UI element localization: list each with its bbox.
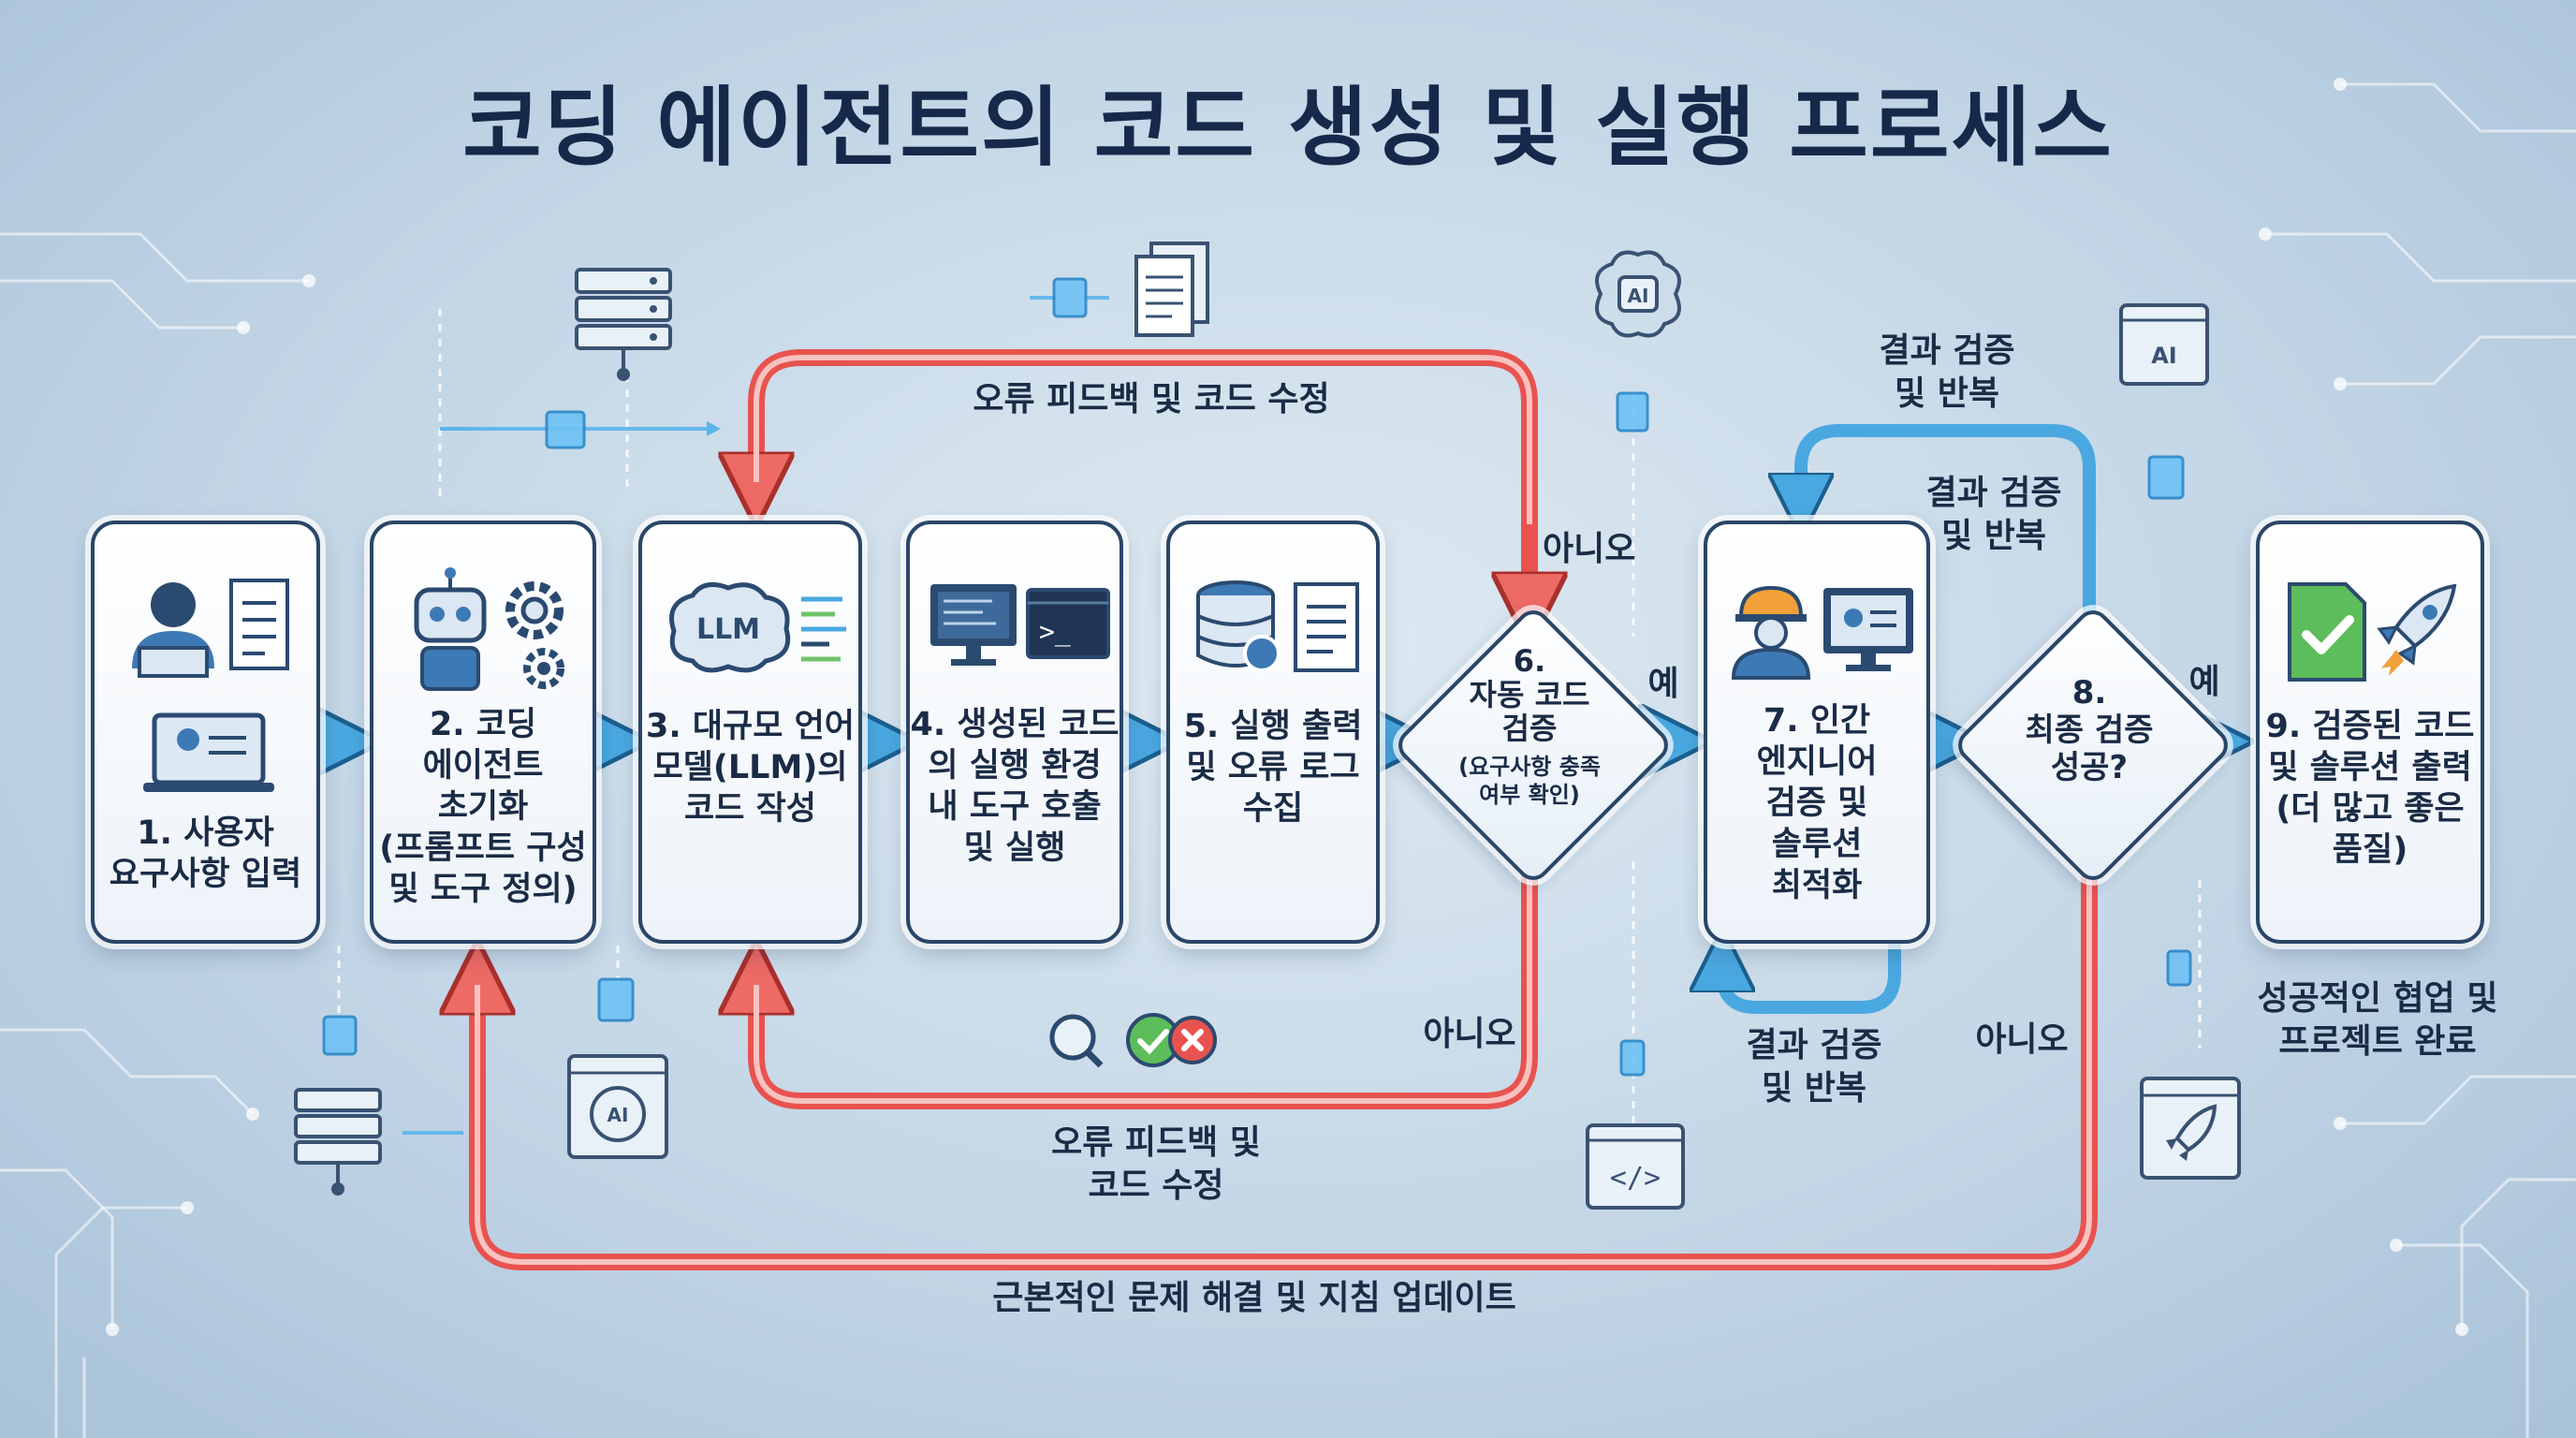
no-label-bottom: 아니오 — [1423, 1015, 1516, 1053]
ai-chip-window-icon: AI — [567, 1054, 668, 1159]
step-5-label: 5. 실행 출력 및 오류 로그 수집 — [1183, 708, 1363, 828]
database-log-icon — [1196, 580, 1359, 672]
step-card-3: LLM 3. 대규모 언어 모델(LLM)의 코드 작성 — [638, 521, 862, 944]
yes-label-auto: 예 — [1647, 665, 1679, 703]
robot-gear-icon — [414, 567, 564, 691]
yes-label-final: 예 — [2188, 663, 2220, 701]
review-right-label: 결과 검증 및 반복 — [1925, 474, 2062, 555]
decision-8-title: 8. 최종 검증 성공? — [2025, 674, 2154, 786]
no-label-top: 아니오 — [1543, 530, 1636, 568]
step-card-4: >_ 4. 생성된 코드 의 실행 환경 내 도구 호출 및 실행 — [906, 521, 1123, 944]
verified-rocket-icon — [2288, 582, 2457, 682]
step-7-label: 7. 인간 엔지니어 검증 및 솔루션 최적화 — [1756, 702, 1878, 904]
ai-icon-text: AI — [1628, 285, 1649, 307]
step-card-5: 5. 실행 출력 및 오류 로그 수집 — [1166, 521, 1380, 944]
step-card-7: 7. 인간 엔지니어 검증 및 솔루션 최적화 — [1704, 521, 1930, 944]
step-2-label: 2. 코딩 에이전트 초기화 (프롬프트 구성 및 도구 정의) — [379, 706, 587, 908]
code-icon-text: </> — [1610, 1162, 1661, 1195]
documents-icon — [1134, 242, 1209, 337]
decision-6-subtitle: (요구사항 충족 여부 확인) — [1458, 754, 1601, 808]
step-card-2: 2. 코딩 에이전트 초기화 (프롬프트 구성 및 도구 정의) — [370, 521, 596, 944]
step-3-label: 3. 대규모 언어 모델(LLM)의 코드 작성 — [645, 708, 856, 828]
user-laptop-icon — [132, 579, 289, 792]
no-label-final: 아니오 — [1975, 1020, 2069, 1059]
llm-icon-text: LLM — [696, 613, 760, 646]
engineer-monitor-icon — [1731, 585, 1913, 680]
page-title: 코딩 에이전트의 코드 생성 및 실행 프로세스 — [462, 78, 2114, 178]
terminal-icon-text: >_ — [1039, 616, 1071, 648]
server-icon-bottom — [294, 1088, 382, 1196]
check-status-icons — [1049, 1013, 1217, 1068]
rocket-window-icon — [2140, 1077, 2241, 1180]
step-9-label: 9. 검증된 코드 및 솔루션 출력 (더 많고 좋은 품질) — [2265, 708, 2475, 869]
step-1-label: 1. 사용자 요구사항 입력 — [109, 814, 302, 893]
bottom-feedback-label: 오류 피드백 및 코드 수정 — [1051, 1123, 1261, 1205]
ai-window-text: AI — [2151, 343, 2177, 369]
ai-window-icon: AI — [2119, 303, 2209, 386]
step-4-label: 4. 생성된 코드 의 실행 환경 내 도구 호출 및 실행 — [910, 706, 1120, 867]
loop-review-top — [1801, 424, 2096, 637]
llm-brain-icon: LLM — [669, 581, 846, 673]
step-card-9: 9. 검증된 코드 및 솔루션 출력 (더 많고 좋은 품질) — [2256, 521, 2484, 944]
ai-chip-text: AI — [607, 1104, 629, 1126]
completion-label: 성공적인 협업 및 프로젝트 완료 — [2257, 979, 2498, 1061]
server-icon — [575, 268, 672, 381]
ai-brain-icon: AI — [1595, 250, 1681, 338]
top-feedback-label: 오류 피드백 및 코드 수정 — [973, 380, 1330, 418]
root-fix-label: 근본적인 문제 해결 및 지침 업데이트 — [992, 1279, 1516, 1317]
review-top-label: 결과 검증 및 반복 — [1879, 331, 2015, 413]
monitor-terminal-icon: >_ — [930, 584, 1110, 666]
review-bottom-label: 결과 검증 및 반복 — [1746, 1026, 1882, 1108]
step-card-1: 1. 사용자 요구사항 입력 — [91, 521, 320, 944]
loop-review-bottom — [1722, 944, 1901, 1014]
decision-6-title: 6. 자동 코드 검증 — [1469, 643, 1590, 746]
code-window-icon: </> — [1586, 1123, 1685, 1210]
